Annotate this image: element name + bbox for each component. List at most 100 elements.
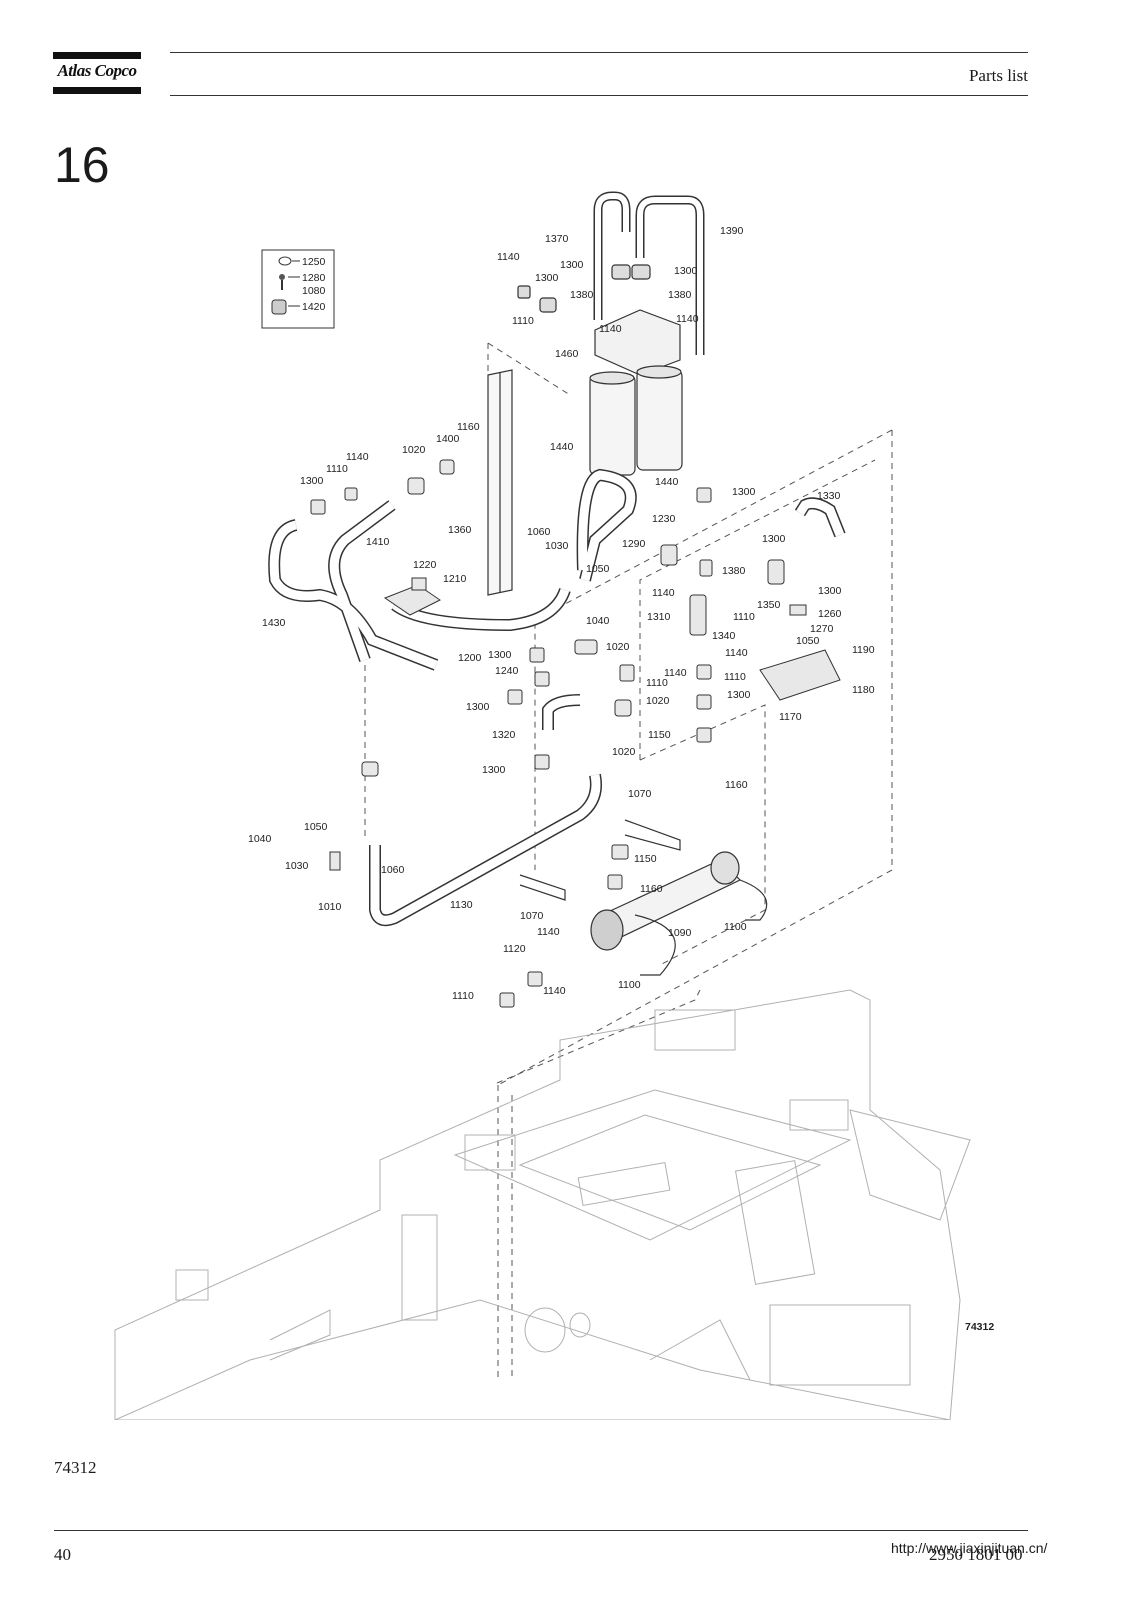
bolt-icon [279, 274, 285, 290]
callout: 1160 [725, 779, 748, 791]
header-rule-bottom [170, 95, 1028, 96]
callout: 1290 [622, 538, 646, 550]
callout: 1190 [852, 644, 875, 656]
callout: 1100 [618, 979, 641, 991]
callout: 1380 [668, 289, 692, 301]
callout: 1300 [560, 259, 584, 271]
callout: 1170 [779, 711, 802, 723]
callout: 1180 [852, 684, 875, 696]
callout: 1020 [402, 444, 426, 456]
callout: 1040 [248, 833, 272, 845]
callout: 1110 [646, 677, 668, 689]
callout: 1160 [640, 883, 663, 895]
figure-reference: 74312 [54, 1458, 97, 1477]
section-number: 16 [54, 137, 110, 193]
support-column [487, 369, 513, 596]
machine-frame [114, 989, 971, 1420]
callout: 1110 [512, 315, 534, 327]
callout: 1330 [817, 490, 841, 502]
callout: 1140 [543, 985, 566, 997]
callout: 1440 [550, 441, 574, 453]
callout: 1460 [555, 348, 579, 360]
callout: 1300 [732, 486, 756, 498]
hoses [268, 468, 846, 927]
page-number: 40 [54, 1545, 71, 1564]
exploded-parts-diagram: 1250 1280 1080 1420 [114, 191, 994, 1420]
logo-bar-bottom [53, 87, 141, 94]
atlas-copco-logo: Atlas Copco [53, 52, 141, 94]
callout: 1390 [720, 225, 744, 237]
callout: 1030 [545, 540, 569, 552]
callout: 1040 [586, 615, 610, 627]
cooler-assembly [519, 819, 768, 976]
callout: 1240 [495, 665, 519, 677]
callout: 1090 [668, 927, 692, 939]
legend-num: 1250 [302, 256, 326, 268]
header-rule-top [170, 52, 1028, 53]
callout: 1430 [262, 617, 286, 629]
callout: 1440 [655, 476, 679, 488]
callout: 1120 [503, 943, 526, 955]
callout: 1260 [818, 608, 842, 620]
callout: 1300 [466, 701, 490, 713]
callout: 1030 [285, 860, 309, 872]
o-ring-icon [278, 256, 292, 266]
callout: 1070 [520, 910, 544, 922]
callout: 1140 [346, 451, 369, 463]
callout: 1220 [413, 559, 437, 571]
callout: 1300 [488, 649, 512, 661]
callout: 1300 [535, 272, 559, 284]
callout: 1110 [733, 611, 755, 623]
legend-num: 1420 [302, 301, 326, 313]
callout: 1340 [712, 630, 736, 642]
logo-bar-top [53, 52, 141, 59]
callout: 1350 [757, 599, 781, 611]
callout: 1150 [634, 853, 657, 865]
callout: 1300 [818, 585, 842, 597]
callout: 1060 [527, 526, 551, 538]
callout: 1150 [648, 729, 671, 741]
callout: 1300 [674, 265, 698, 277]
callout: 1020 [606, 641, 630, 653]
callout: 1410 [366, 536, 390, 548]
callout: 1140 [725, 647, 748, 659]
callout: 1370 [545, 233, 569, 245]
callout: 1110 [452, 990, 474, 1002]
callout: 1320 [492, 729, 516, 741]
legend-num: 1280 [302, 272, 326, 284]
callout: 1140 [652, 587, 675, 599]
callout: 1110 [724, 671, 746, 683]
callout: 1270 [810, 623, 834, 635]
callout: 1300 [762, 533, 786, 545]
callout: 1140 [664, 667, 687, 679]
callout: 1300 [727, 689, 751, 701]
callout: 1020 [646, 695, 670, 707]
callout: 1010 [318, 901, 342, 913]
callout: 1360 [448, 524, 472, 536]
callout: 1160 [457, 421, 480, 433]
callout: 1110 [326, 463, 348, 475]
nipple-icon [271, 299, 287, 315]
callout: 1140 [537, 926, 560, 938]
callout: 1300 [482, 764, 506, 776]
callout: 1050 [586, 563, 610, 575]
legend-box: 1250 1280 1080 1420 [261, 249, 335, 329]
callout: 1100 [724, 921, 747, 933]
callout: 1050 [304, 821, 328, 833]
callout: 1300 [300, 475, 324, 487]
watermark-url: http://www.jiaxinjituan.cn/ [891, 1540, 1048, 1556]
callout: 1400 [436, 433, 460, 445]
callout: 1310 [647, 611, 671, 623]
callout: 1380 [570, 289, 594, 301]
callout: 1070 [628, 788, 652, 800]
callout-labels: 1370 1390 1140 1300 1300 1300 1380 1380 … [248, 225, 875, 1002]
filter-assembly [517, 191, 705, 476]
callout: 1020 [612, 746, 636, 758]
callout: 1140 [497, 251, 520, 263]
callout: 1210 [443, 573, 467, 585]
callout: 1130 [450, 899, 473, 911]
header-title: Parts list [968, 66, 1028, 85]
callout: 1140 [676, 313, 699, 325]
document-number: 2950 1801 00 [929, 1545, 1023, 1564]
callout: 1050 [796, 635, 820, 647]
